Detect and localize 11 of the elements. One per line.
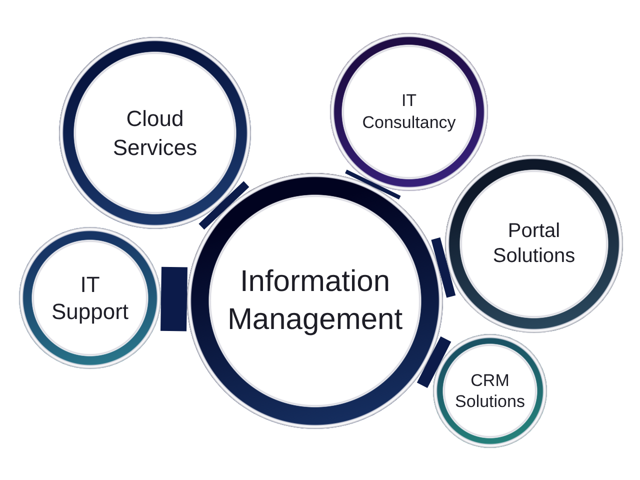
connector-band xyxy=(416,336,452,388)
connector-band xyxy=(198,181,250,230)
connector-band xyxy=(431,237,456,298)
connector-band xyxy=(160,266,188,332)
circle-label: IT Support xyxy=(50,271,130,325)
circle-label: IT Consultancy xyxy=(361,90,457,134)
circle-label: CRM Solutions xyxy=(454,370,526,412)
circle-label: Information Management xyxy=(226,264,404,338)
circle-label: Cloud Services xyxy=(112,105,198,162)
connector-band xyxy=(345,170,401,200)
circle-label: Portal Solutions xyxy=(492,219,576,269)
